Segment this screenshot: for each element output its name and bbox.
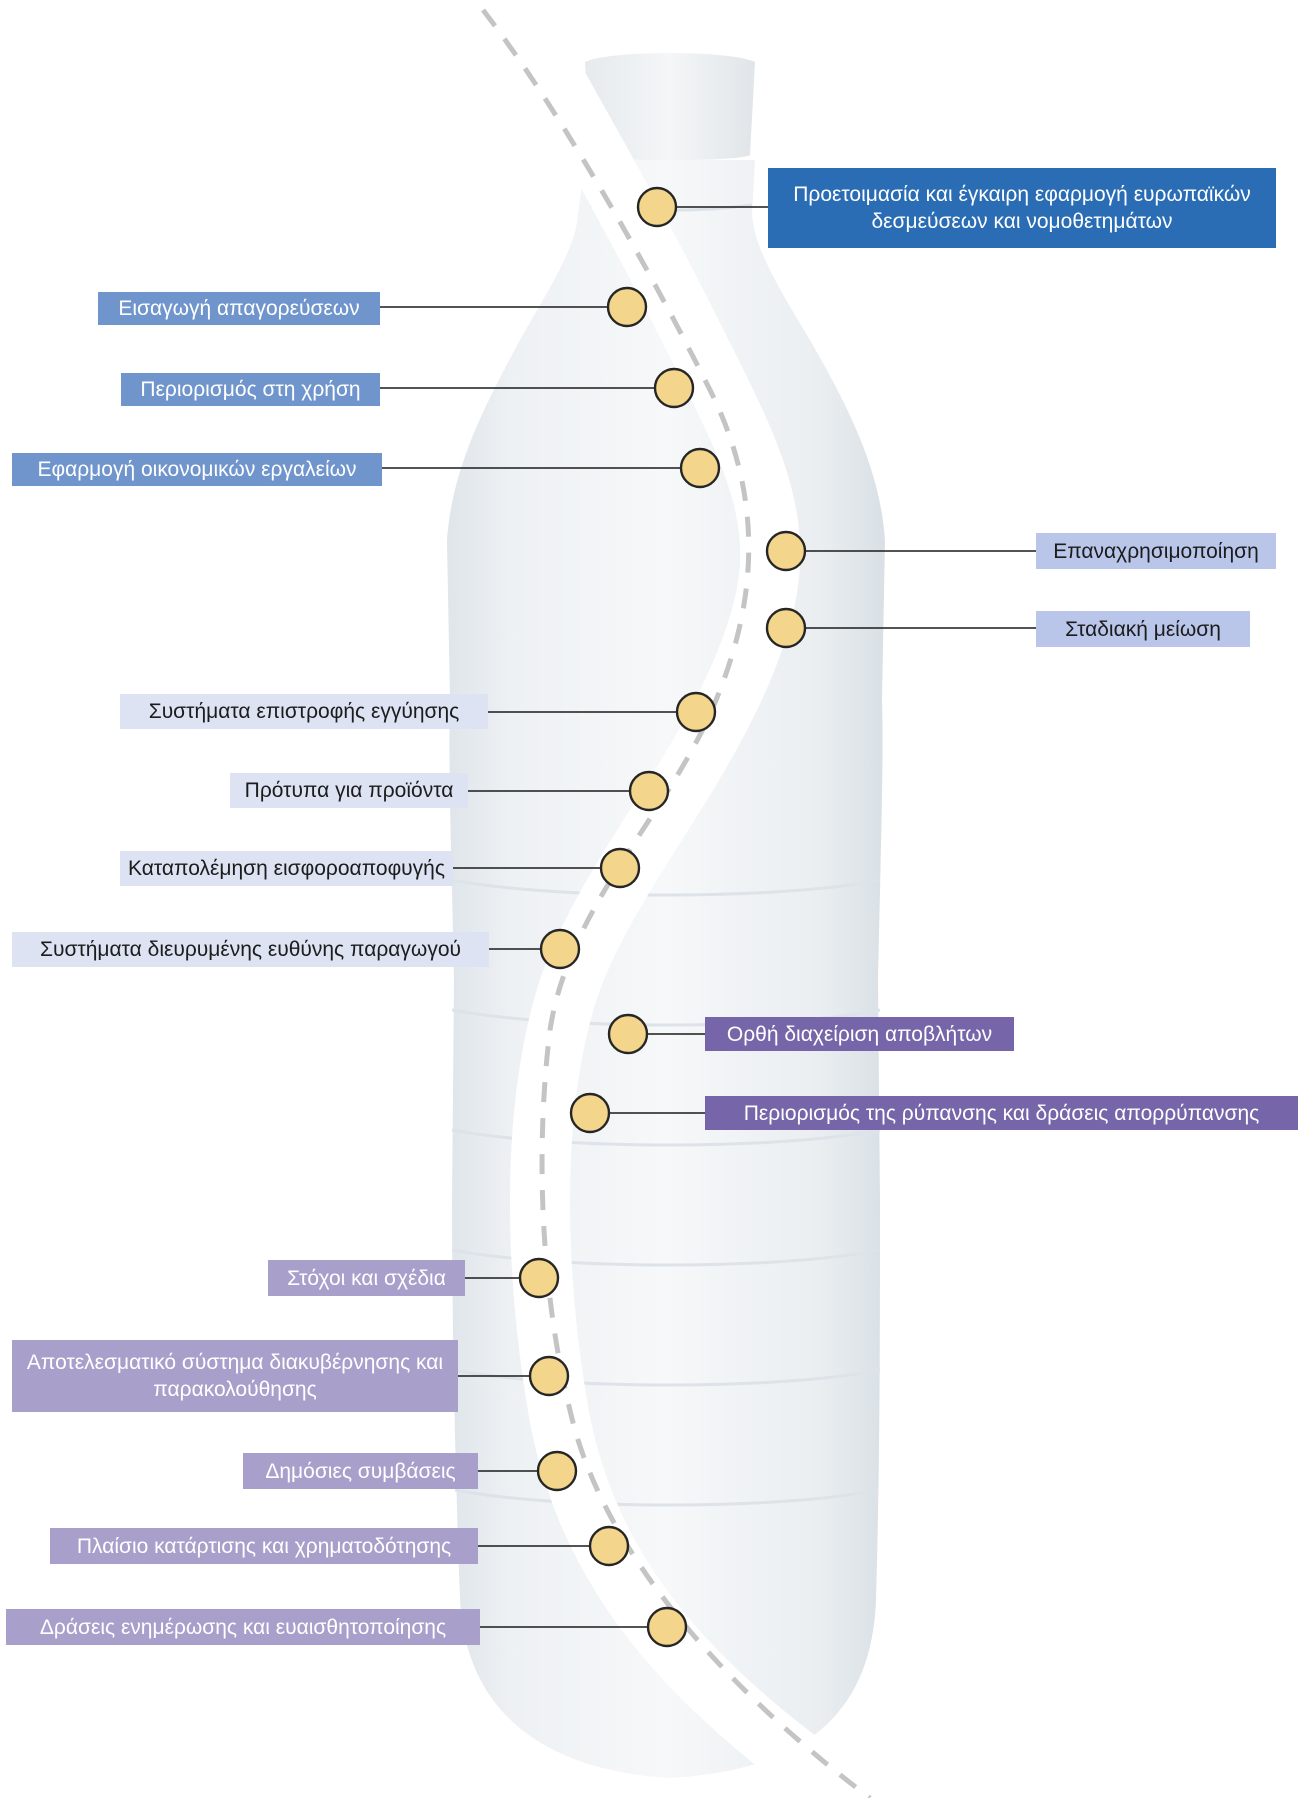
label-waste-management: Ορθή διαχείριση αποβλήτων	[705, 1017, 1014, 1051]
label-evasion: Καταπολέμηση εισφοροαποφυγής	[120, 851, 453, 886]
label-economic-tools: Εφαρμογή οικονομικών εργαλείων	[12, 453, 382, 486]
dot-targets	[520, 1259, 558, 1297]
label-targets-plans: Στόχοι και σχέδια	[268, 1260, 465, 1296]
dot-evasion	[601, 849, 639, 887]
label-training-funding: Πλαίσιο κατάρτισης και χρηματοδότησης	[50, 1528, 478, 1564]
label-bans: Εισαγωγή απαγορεύσεων	[98, 292, 380, 325]
label-deposit-systems: Συστήματα επιστροφής εγγύησης	[120, 694, 488, 729]
dot-deposit	[677, 693, 715, 731]
label-product-standards: Πρότυπα για προϊόντα	[230, 773, 468, 808]
label-use-restriction: Περιορισμός στη χρήση	[121, 373, 380, 406]
dot-eu	[638, 188, 676, 226]
dot-standards	[630, 772, 668, 810]
dot-governance	[530, 1357, 568, 1395]
dot-waste	[609, 1015, 647, 1053]
dot-reuse	[767, 532, 805, 570]
dot-phaseout	[767, 609, 805, 647]
dot-pollution	[571, 1094, 609, 1132]
dot-economic	[681, 449, 719, 487]
dot-awareness	[648, 1608, 686, 1646]
label-epr: Συστήματα διευρυμένης ευθύνης παραγωγού	[12, 932, 489, 967]
label-governance: Αποτελεσματικό σύστημα διακυβέρνησης και…	[12, 1340, 458, 1412]
label-reuse: Επαναχρησιμοποίηση	[1036, 533, 1276, 569]
dot-procurement	[538, 1452, 576, 1490]
dot-restriction	[655, 369, 693, 407]
label-awareness: Δράσεις ενημέρωσης και ευαισθητοποίησης	[6, 1609, 480, 1645]
dot-bans	[608, 288, 646, 326]
dot-epr	[541, 930, 579, 968]
label-phaseout: Σταδιακή μείωση	[1036, 611, 1250, 647]
label-procurement: Δημόσιες συμβάσεις	[243, 1453, 478, 1489]
label-eu-commitments: Προετοιμασία και έγκαιρη εφαρμογή ευρωπα…	[768, 168, 1276, 248]
label-pollution: Περιορισμός της ρύπανσης και δράσεις απο…	[705, 1096, 1298, 1130]
dot-training	[590, 1527, 628, 1565]
